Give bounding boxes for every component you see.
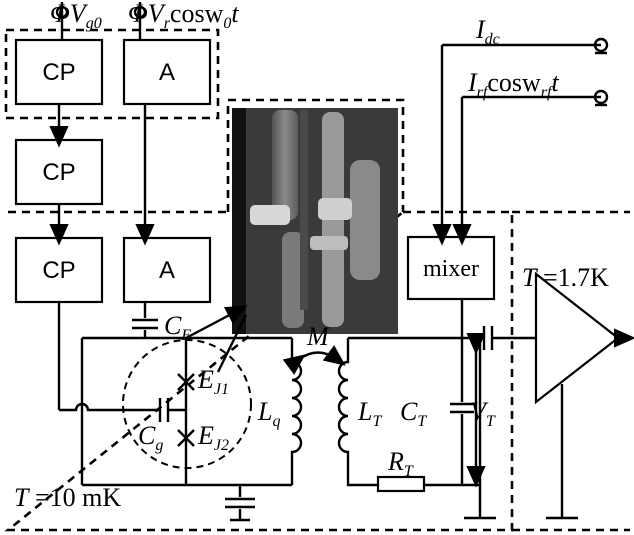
qubit-circuit <box>57 302 303 522</box>
m-label: M <box>306 322 330 351</box>
vr-label: ΦVrcosw0t <box>128 0 239 32</box>
a1-box <box>122 38 212 106</box>
cp1-box <box>14 38 104 106</box>
cryostat-1-7k-enclosure <box>512 210 630 532</box>
room-temp-enclosure <box>4 28 220 120</box>
vg0-label: ΦVg0 <box>50 0 102 32</box>
temp-10mk-label: T =10 mK <box>14 483 121 512</box>
cp3-label: CP <box>42 257 75 284</box>
input-lines <box>49 2 155 246</box>
lq-label: Lq <box>257 397 280 430</box>
a2-box <box>122 236 212 304</box>
cg-label: Cg <box>138 421 163 454</box>
mutual-inductance-arrow <box>282 345 346 375</box>
sem-micrograph <box>232 108 398 334</box>
idc-label: Idc <box>475 15 500 48</box>
bias-lines <box>432 37 609 246</box>
mixer-box <box>406 235 496 301</box>
ej2-label: EJ2 <box>197 421 229 454</box>
sem-enclosure <box>226 98 405 212</box>
ej1-label: EJ1 <box>197 365 229 398</box>
amplifier <box>534 271 634 520</box>
cp1-label: CP <box>42 59 75 86</box>
vt-label: VT <box>470 397 496 430</box>
ct-label: CT <box>400 397 427 430</box>
temp-1-7k-label: T =1.7K <box>522 263 609 292</box>
irf-label: Irfcoswrft <box>467 68 559 101</box>
cp2-label: CP <box>42 159 75 186</box>
a1-label: A <box>159 59 175 86</box>
rt-label: RT <box>387 447 414 480</box>
tank-circuit <box>337 299 542 520</box>
cp3-box <box>14 236 104 304</box>
a2-label: A <box>159 257 175 284</box>
lt-label: LT <box>357 397 382 430</box>
ce-label: CE <box>164 311 191 344</box>
mixer-label: mixer <box>423 256 479 282</box>
